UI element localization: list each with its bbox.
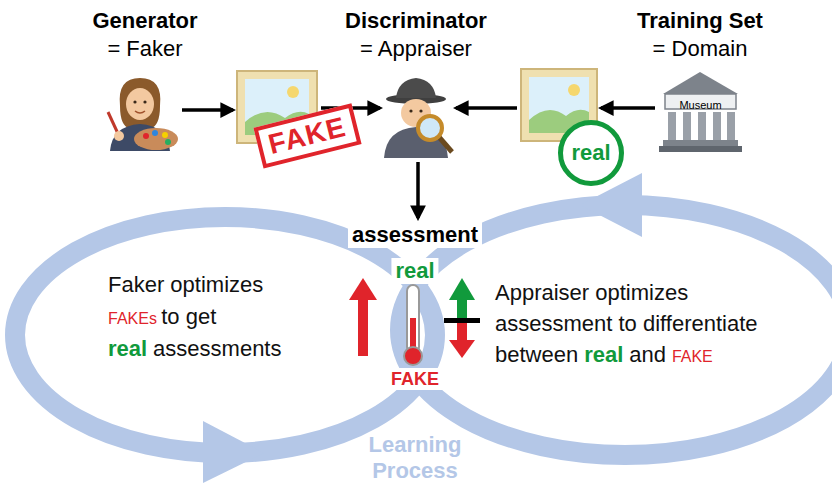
training-set-node: Training Set= DomainMuseum xyxy=(615,4,785,154)
real-painting-node: real xyxy=(521,69,597,141)
node-text: = Domain xyxy=(653,36,748,62)
node-heading: FAKE xyxy=(253,103,361,168)
learning-loop xyxy=(15,173,832,483)
up-down-arrow xyxy=(449,340,475,358)
museum-icon xyxy=(668,112,676,140)
up-arrow xyxy=(349,278,377,356)
node-text: FAKE xyxy=(387,368,443,390)
label-text: Faker optimizes xyxy=(108,272,263,297)
label-text: real xyxy=(584,342,623,367)
museum-icon xyxy=(663,140,738,146)
node-text: Museum xyxy=(679,99,721,112)
fake-painting xyxy=(287,86,299,98)
painter-icon xyxy=(114,131,124,141)
label-text: assessment to differentiate xyxy=(495,311,758,336)
text-line: Learning Process xyxy=(350,432,480,484)
painter-icon xyxy=(143,100,146,103)
up-down-arrow xyxy=(449,278,475,300)
flow-arrow xyxy=(456,106,517,110)
label-text: real xyxy=(108,336,147,361)
thermometer xyxy=(407,285,419,353)
learning-loop xyxy=(15,217,435,453)
museum-icon xyxy=(659,146,742,152)
node-heading: Discriminator xyxy=(345,8,487,34)
detective-icon xyxy=(384,78,452,158)
flow-arrow xyxy=(416,162,420,218)
painter-icon xyxy=(120,78,161,129)
flow-arrow xyxy=(601,106,655,110)
up-down-arrow xyxy=(444,278,480,358)
learning-loop xyxy=(203,421,264,483)
flow-arrow xyxy=(182,108,233,112)
detective-icon xyxy=(409,109,412,112)
painter-icon xyxy=(126,88,154,120)
up-arrow xyxy=(358,299,368,356)
text-line: Appraiser optimizes xyxy=(495,280,688,306)
painter-icon xyxy=(133,100,136,103)
detective-icon xyxy=(439,137,452,152)
discriminator-node: Discriminator= Appraiser xyxy=(330,4,502,164)
detective-icon xyxy=(419,109,422,112)
museum-icon xyxy=(659,72,742,152)
thermometer xyxy=(404,347,422,365)
generator-node: Generator= Faker xyxy=(70,4,220,154)
painter-icon xyxy=(165,139,171,145)
painter-icon xyxy=(108,78,178,151)
real-painting xyxy=(568,84,580,96)
text-line: Faker optimizes xyxy=(108,272,263,298)
painter-icon xyxy=(134,128,178,150)
painter-icon xyxy=(143,133,149,139)
node-text: real xyxy=(391,258,438,284)
label-text: between xyxy=(495,342,578,367)
painter-icon xyxy=(152,130,158,136)
up-down-arrow xyxy=(457,323,467,341)
up-down-arrow xyxy=(444,318,480,323)
detective-icon xyxy=(418,116,442,140)
fake-painting-node: FAKE xyxy=(237,71,317,143)
label-text: assessments xyxy=(153,336,281,361)
node-heading: real xyxy=(558,120,624,186)
painter-icon xyxy=(135,111,145,113)
assessment-node: assessment realFAKE xyxy=(335,222,495,394)
detective-icon xyxy=(396,78,436,98)
text-line: betweenrealand FAKE xyxy=(495,342,713,370)
node-heading: Training Set xyxy=(637,8,763,34)
node-heading: assessment xyxy=(348,222,482,248)
museum-icon xyxy=(663,72,738,94)
thermometer xyxy=(404,285,422,365)
label-text: Learning Process xyxy=(369,432,462,483)
node-text: = Faker xyxy=(107,36,182,62)
up-arrow xyxy=(349,278,377,300)
label-text: Appraiser optimizes xyxy=(495,280,688,305)
painter-icon xyxy=(162,132,168,138)
museum-icon xyxy=(698,112,706,140)
node-text: = Appraiser xyxy=(360,36,472,62)
text-line: realassessments xyxy=(108,336,281,362)
museum-icon xyxy=(683,112,691,140)
text-line: assessment to differentiate xyxy=(495,311,758,337)
label-text: FAKE xyxy=(672,348,713,365)
text-line: FAKEsto get xyxy=(108,304,216,332)
museum-icon xyxy=(713,112,721,140)
label-text: and xyxy=(629,342,666,367)
node-heading: Generator xyxy=(92,8,197,34)
label-text: to get xyxy=(161,304,216,329)
label-text: FAKEs xyxy=(108,310,157,327)
museum-icon xyxy=(727,112,735,140)
up-down-arrow xyxy=(457,299,467,319)
